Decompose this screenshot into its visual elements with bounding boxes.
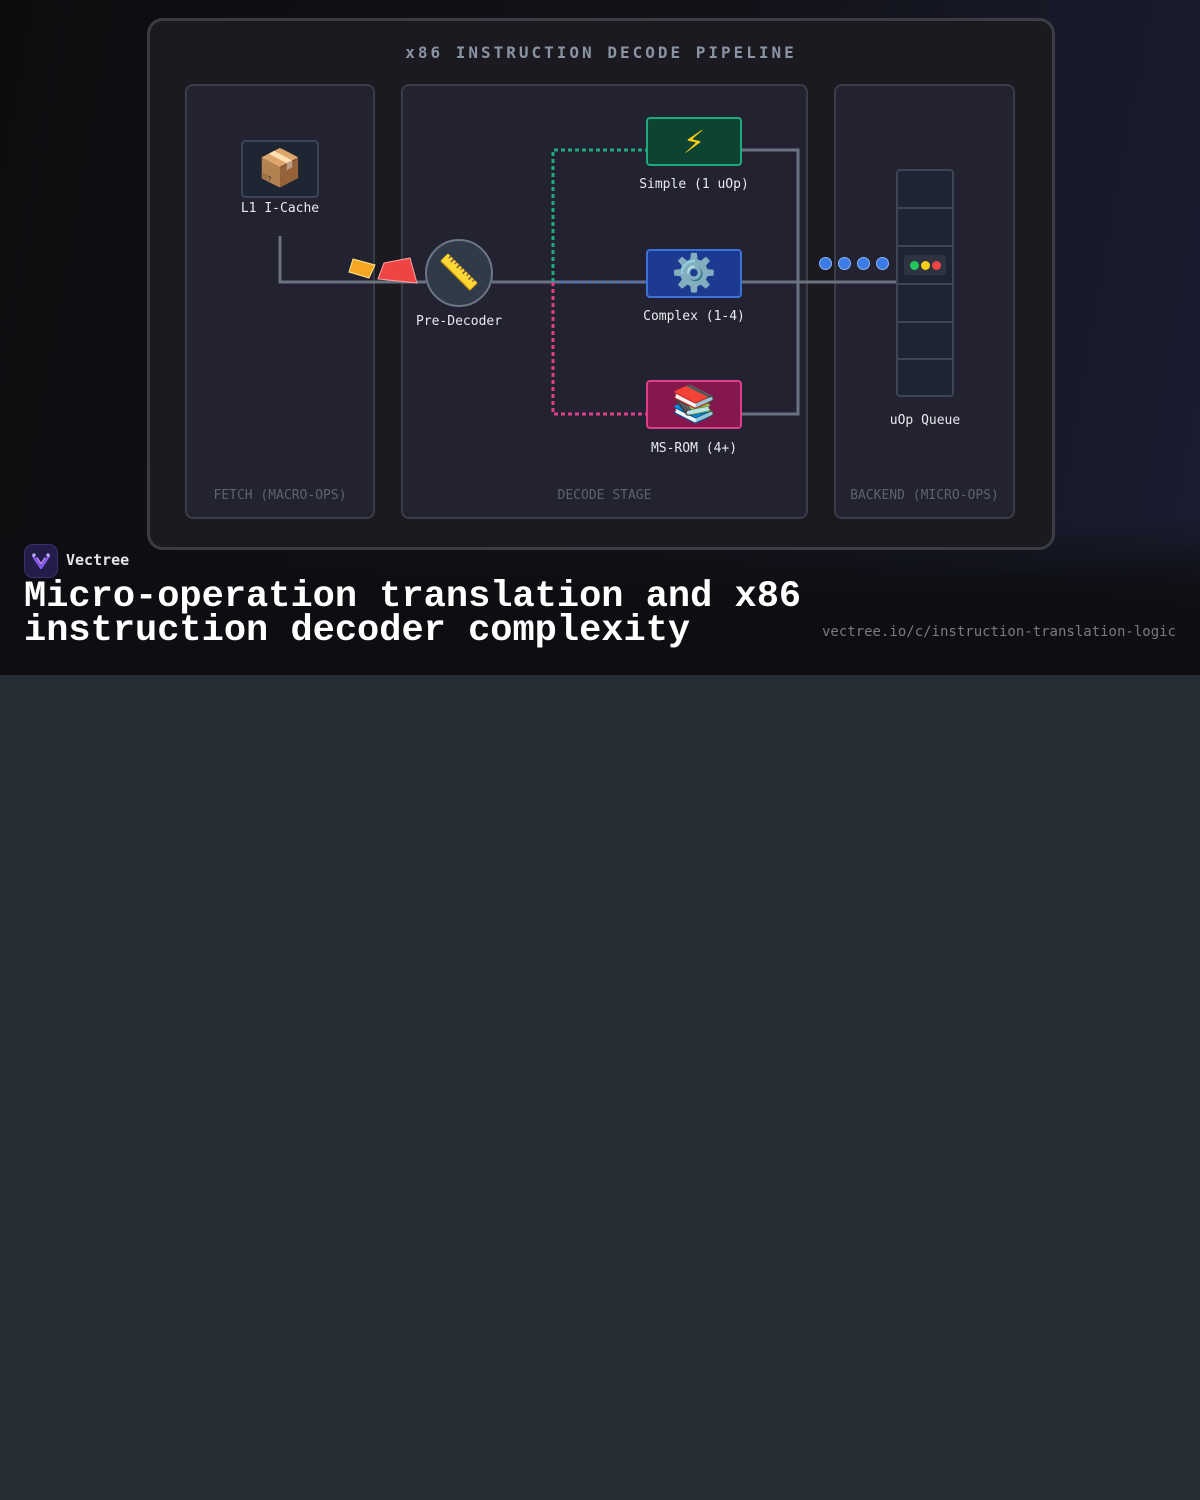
queue-slot-divider — [898, 283, 952, 285]
wire-msrom-out — [742, 282, 800, 416]
wire-simple-out — [742, 148, 800, 282]
macro-op-long — [377, 257, 418, 284]
lightning-icon: ⚡ — [683, 120, 705, 162]
uop-token — [876, 257, 889, 270]
predecoder-label: Pre-Decoder — [415, 314, 503, 329]
queue-label: uOp Queue — [889, 413, 961, 428]
queue-slot-divider — [898, 321, 952, 323]
connection-wires — [278, 148, 897, 416]
green-lamp — [909, 260, 919, 270]
wire-to-simple — [551, 148, 646, 282]
ruler-icon: 📏 — [437, 253, 481, 293]
vectree-logo[interactable] — [24, 544, 58, 578]
msrom-label: MS-ROM (4+) — [650, 441, 738, 456]
uop-token — [857, 257, 870, 270]
simple-decoder-node: ⚡ — [646, 117, 742, 166]
source-url[interactable]: vectree.io/c/instruction-translation-log… — [821, 624, 1176, 640]
red-lamp — [931, 260, 941, 270]
fetch-stage-label: FETCH (MACRO-OPS) — [213, 488, 347, 503]
uop-queue — [896, 169, 954, 397]
traffic-light-icon — [904, 255, 946, 275]
complex-decoder-label: Complex (1-4) — [643, 309, 745, 324]
complex-decoder-node: ⚙️ — [646, 249, 742, 298]
queue-slot-divider — [898, 358, 952, 360]
books-icon: 📚 — [671, 383, 717, 425]
predecoder-node: 📏 — [425, 239, 493, 307]
diagram-title: x86 INSTRUCTION DECODE PIPELINE — [405, 43, 797, 62]
queue-slot-divider — [898, 207, 952, 209]
vectree-logo-icon — [31, 553, 51, 570]
decode-stage-label: DECODE STAGE — [557, 488, 652, 503]
simple-decoder-label: Simple (1 uOp) — [639, 177, 749, 192]
cache-label: L1 I-Cache — [240, 201, 320, 216]
brand-name[interactable]: Vectree — [66, 551, 130, 569]
macro-op-short — [348, 258, 376, 279]
gear-icon: ⚙️ — [671, 252, 717, 294]
msrom-node: 📚 — [646, 380, 742, 429]
queue-slot-divider — [898, 245, 952, 247]
backend-stage-label: BACKEND (MICRO-OPS) — [850, 488, 999, 503]
wire-to-msrom — [551, 282, 646, 416]
package-icon: 📦 — [257, 148, 303, 189]
page-headline: Micro-operation translation and x86 inst… — [24, 576, 802, 652]
backend-stage: BACKEND (MICRO-OPS) — [834, 84, 1015, 519]
uop-token — [819, 257, 832, 270]
uop-token — [838, 257, 851, 270]
yellow-lamp — [920, 260, 930, 270]
hero-section: x86 INSTRUCTION DECODE PIPELINE FETCH (M… — [0, 0, 1200, 675]
wire-cache-to-predecoder — [278, 236, 426, 284]
cache-node: 📦 — [241, 140, 319, 198]
